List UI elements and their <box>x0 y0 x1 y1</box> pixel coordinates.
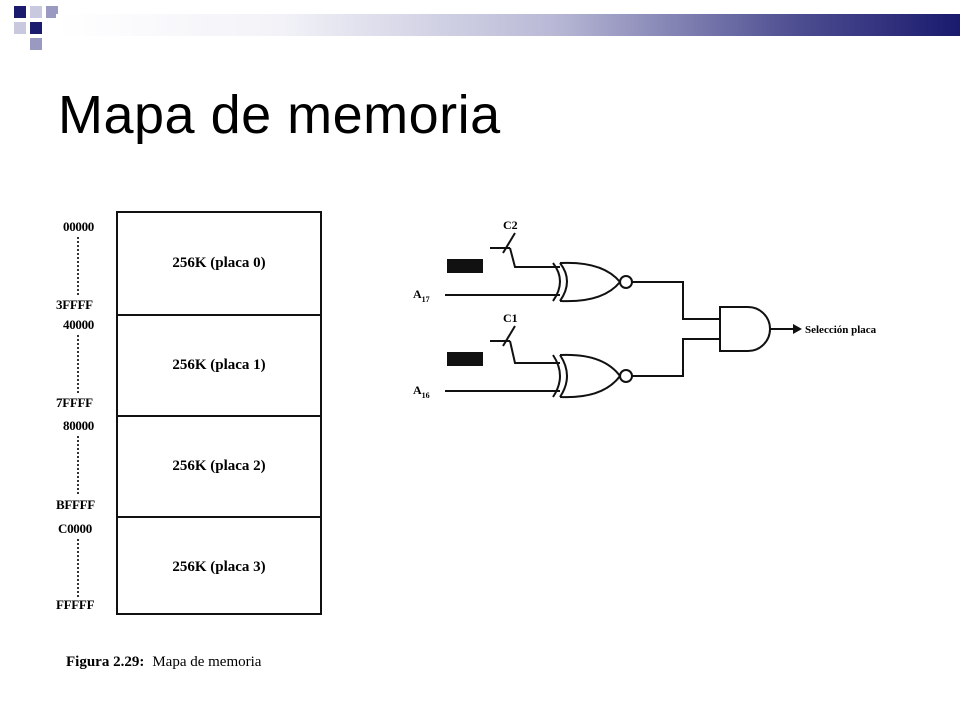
address-start-0: 00000 <box>63 219 95 234</box>
xnor-gate-top <box>552 261 633 303</box>
figure-caption-text: Mapa de memoria <box>152 654 262 670</box>
switch-c1-contact <box>447 352 483 366</box>
memory-block-1: 256K (placa 1) <box>118 314 320 415</box>
address-start-3: C0000 <box>58 521 92 536</box>
memory-block-label: 256K (placa 1) <box>172 357 266 373</box>
xnor-gate-bottom <box>552 353 633 399</box>
input-a16-label: A16 <box>413 383 430 400</box>
address-end-3: FFFFF <box>56 597 95 612</box>
wire-xnor-top-to-and <box>632 281 720 320</box>
wire-xnor-bottom-to-and <box>632 338 720 377</box>
memory-map-box: 256K (placa 0) 256K (placa 1) 256K (plac… <box>116 211 322 615</box>
address-end-2: BFFFF <box>56 497 95 512</box>
output-arrow-icon <box>793 324 802 334</box>
output-label: Selección placa <box>805 324 877 336</box>
memory-block-2: 256K (placa 2) <box>118 415 320 516</box>
memory-map-diagram: 256K (placa 0) 256K (placa 1) 256K (plac… <box>48 205 338 625</box>
address-end-0: 3FFFF <box>56 297 93 312</box>
wire-c2-to-gate <box>509 247 560 268</box>
and-gate <box>719 306 771 352</box>
board-select-circuit: C2 C1 A17 A16 Selección placa <box>413 218 877 400</box>
input-a17-label: A17 <box>413 287 430 304</box>
address-end-1: 7FFFF <box>56 395 93 410</box>
switch-c1-label: C1 <box>503 311 518 325</box>
memory-block-label: 256K (placa 0) <box>172 255 266 271</box>
memory-block-0: 256K (placa 0) <box>118 213 320 314</box>
address-range-dots <box>77 237 79 295</box>
figure-caption: Figura 2.29: Mapa de memoria <box>66 654 261 671</box>
switch-c2-label: C2 <box>503 218 518 232</box>
header-decoration-squares <box>14 6 58 50</box>
address-range-dots <box>77 335 79 393</box>
switch-c2-contact <box>447 259 483 273</box>
address-start-2: 80000 <box>63 418 95 433</box>
switch-c1-lever <box>502 325 516 347</box>
header-gradient-bar <box>56 14 960 36</box>
address-start-1: 40000 <box>63 317 95 332</box>
memory-block-label: 256K (placa 3) <box>172 559 266 575</box>
figure-number: Figura 2.29: <box>66 654 145 670</box>
address-range-dots <box>77 436 79 494</box>
switch-c2-lever <box>502 232 516 254</box>
memory-block-label: 256K (placa 2) <box>172 458 266 474</box>
memory-block-3: 256K (placa 3) <box>118 516 320 617</box>
wire-c1-to-gate <box>509 340 560 364</box>
address-range-dots <box>77 539 79 597</box>
slide-title: Mapa de memoria <box>58 85 501 145</box>
